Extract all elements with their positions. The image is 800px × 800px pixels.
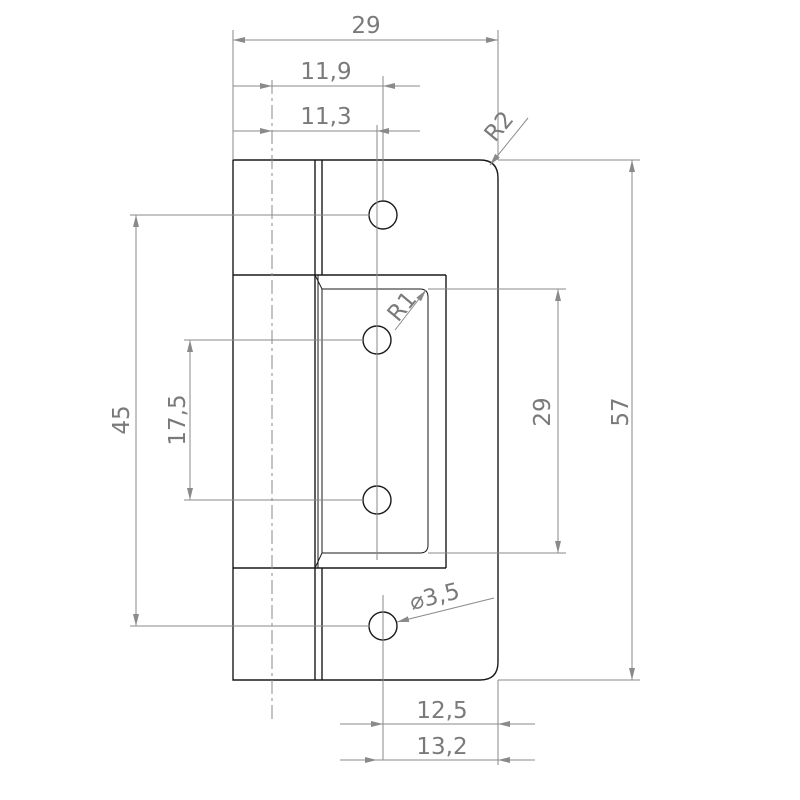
dim-12-5: 12,5 <box>340 680 535 765</box>
plate-outline <box>232 159 499 681</box>
dim-hole-diameter: ⌀3,5 <box>396 578 495 623</box>
dim-11-9: 11,9 <box>233 59 420 200</box>
dim-29-cutout: 29 <box>428 288 566 554</box>
dim-label-13-2: 13,2 <box>416 734 467 760</box>
dim-label-17-5: 17,5 <box>165 394 191 445</box>
dim-overall-width: 29 <box>232 13 499 160</box>
dim-label-29-top: 29 <box>351 13 380 39</box>
dim-label-11-3: 11,3 <box>300 104 351 130</box>
dim-57: 57 <box>498 159 640 681</box>
dim-label-diameter: ⌀3,5 <box>407 578 462 615</box>
dim-45: 45 <box>109 214 370 627</box>
dim-label-12-5: 12,5 <box>416 698 467 724</box>
dim-label-11-9: 11,9 <box>300 59 351 85</box>
dim-r1: R1 <box>383 287 427 331</box>
dim-label-29-right: 29 <box>530 397 556 426</box>
cutout-inner <box>322 288 429 554</box>
dim-r2: R2 <box>480 107 529 166</box>
dim-13-2: 13,2 <box>340 734 535 763</box>
dim-label-45: 45 <box>109 405 135 434</box>
dim-17-5: 17,5 <box>165 339 363 501</box>
dim-label-r2: R2 <box>480 107 520 147</box>
hole-1 <box>368 200 398 230</box>
dim-11-3: 11,3 <box>233 104 420 134</box>
dim-label-r1: R1 <box>383 287 423 327</box>
dim-label-57: 57 <box>608 397 634 426</box>
center-lines <box>271 80 384 760</box>
